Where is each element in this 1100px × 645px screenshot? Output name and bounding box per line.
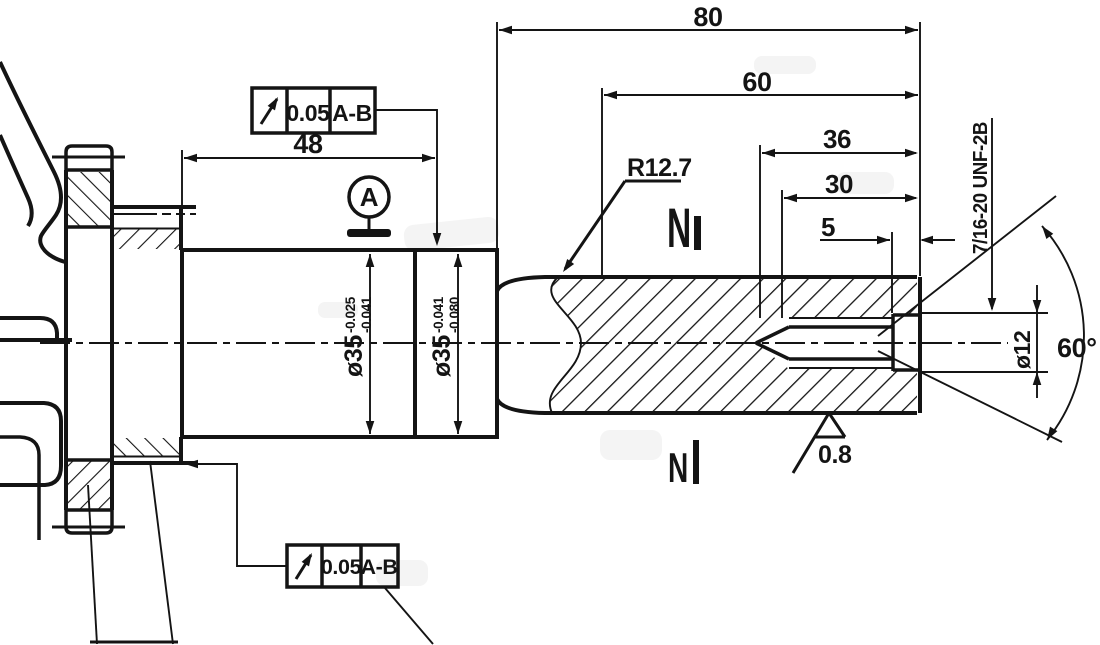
- fcf-bottom-value: 0.05: [321, 555, 362, 579]
- crank-web: [0, 61, 72, 540]
- stamp-mark-upper: N: [667, 196, 701, 259]
- dia35-right-lower-tol: -0.080: [447, 297, 462, 333]
- stamp-bar: [693, 440, 699, 484]
- roughness-value: 0.8: [818, 441, 852, 469]
- dim-80-value: 80: [693, 2, 722, 32]
- dia35-left-lower-tol: -0.041: [359, 296, 374, 333]
- bearing-collar: [112, 205, 196, 465]
- dia35-right-value: ø35: [428, 335, 456, 377]
- dimension-dia12: ø12: [920, 285, 1048, 398]
- flange: [52, 144, 125, 535]
- dimension-angle-60: 60°: [877, 195, 1097, 443]
- stamp-letter: N: [668, 444, 688, 491]
- surface-roughness-symbol: 0.8: [791, 412, 852, 474]
- shaft-bottom-edge: [495, 397, 917, 415]
- fcf-top-value: 0.05: [286, 100, 330, 126]
- datum-a-symbol: A: [347, 175, 391, 237]
- fillet-radius-label: R12.7: [627, 154, 692, 182]
- datum-a-letter: A: [360, 182, 379, 212]
- shaft-outline: [180, 248, 922, 439]
- dimension-5: 5: [820, 212, 955, 313]
- stamp-mark-lower: N: [668, 440, 699, 491]
- fillet-callout: R12.7: [559, 154, 692, 275]
- flange-top-hatch: [67, 172, 112, 227]
- fcf-bottom-datums: A-B: [360, 555, 397, 579]
- shaft-top-edge: [495, 275, 917, 293]
- thread-spec-label: 7/16-20 UNF-2B: [969, 122, 992, 254]
- fcf-runout-top: 0.05 A-B: [250, 86, 442, 246]
- angle-60-value: 60°: [1057, 333, 1097, 363]
- stamp-bar: [694, 216, 701, 250]
- dia35-right-upper-tol: -0.041: [431, 296, 446, 333]
- fcf-runout-bottom: 0.05 A-B: [185, 459, 400, 589]
- dim-30-value: 30: [825, 169, 853, 199]
- watermark-smudge: [318, 56, 894, 586]
- collar-bottom-hatch: [113, 438, 180, 456]
- shaft-section-hatch: [549, 277, 917, 413]
- dia12-value: ø12: [1009, 331, 1035, 369]
- dia35-left-value: ø35: [340, 335, 368, 377]
- dimension-36: 36: [759, 124, 918, 318]
- break-line: [549, 276, 582, 414]
- dimension-80: 80: [496, 2, 921, 276]
- dimension-60: 60: [601, 67, 918, 276]
- dimension-dia35-right: ø35 -0.041 -0.080: [428, 254, 463, 434]
- dim-36-value: 36: [823, 124, 851, 154]
- dia35-left-upper-tol: -0.025: [343, 296, 358, 333]
- datum-a-base: [347, 229, 391, 237]
- dim-5-value: 5: [821, 212, 835, 242]
- thread-callout: 7/16-20 UNF-2B: [969, 118, 997, 311]
- collar-top-hatch: [113, 229, 180, 249]
- dimension-dia35-left: ø35 -0.025 -0.041: [340, 254, 375, 434]
- bottom-leader-lines: [87, 460, 434, 645]
- dim-60-value: 60: [742, 67, 771, 97]
- stamp-letter: N: [667, 196, 691, 259]
- section-hatching: [67, 172, 917, 510]
- dimension-48: 48: [181, 129, 435, 205]
- dimension-30: 30: [781, 169, 918, 318]
- fcf-top-datums: A-B: [332, 100, 372, 126]
